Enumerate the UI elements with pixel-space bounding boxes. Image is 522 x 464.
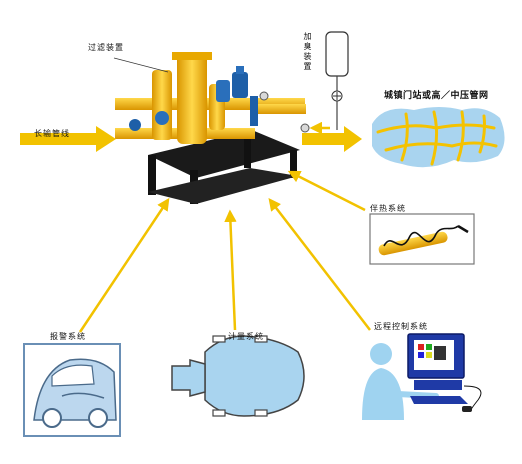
filter-vessel [152,70,172,140]
city-network-label: 城镇门站或高／中压管网 [384,91,489,101]
arrow-heat-tracing [287,170,366,212]
odorizing-device-label: 加臭装置 [303,32,312,72]
connector-arrows [78,121,371,333]
alarm-label: 报警系统 [50,332,86,341]
skid-leg [148,155,156,195]
computer-case [414,380,462,390]
regulator-skid [115,52,310,204]
heat-tracing-label: 伴热系统 [370,204,406,213]
alarm-wheel [42,408,62,428]
outlet-arrow [302,126,362,152]
screen-tile [418,344,424,350]
metering-device [171,335,305,417]
meter-inlet [171,359,206,397]
filter-vessel-main [177,52,207,144]
valve-wheel [129,119,141,131]
operator-body [362,368,404,420]
operator-head [370,343,392,365]
operator-arm [395,391,439,399]
alarm-system [23,343,121,437]
arrow-remote-control [268,198,371,331]
odorizing-device [325,31,349,130]
skid-leg [244,138,251,168]
skid-leg [290,150,297,178]
alarm-trim [61,392,105,399]
screen-tile [426,344,432,350]
alarm-window [51,364,95,387]
arrow-metering [224,209,237,331]
cable-plug [457,224,469,234]
mouse [462,406,472,412]
remote-control-station [362,333,482,420]
outlet-pipe [258,104,306,114]
pressure-gauge [259,91,269,101]
long-pipeline-label: 长输管线 [34,129,70,138]
vessel-flange [172,52,212,60]
meter-fitting [254,409,268,417]
inlet-arrow [20,126,116,152]
city-network-map [372,107,505,168]
regulator-valve [232,72,248,98]
meter-fitting [212,409,226,417]
regulator-valve [216,80,230,102]
filter-device-label: 过滤装置 [88,43,124,52]
pump-symbol [333,92,341,100]
screen-tile [426,352,432,358]
alarm-wheel [88,408,108,428]
metering-label: 计量系统 [228,332,264,341]
pressure-gauge [300,123,310,133]
filter-callout [113,57,169,73]
arrow-alarm [78,197,170,333]
heat-cable [383,225,459,247]
regulator-valve-cap [236,66,244,74]
skid-base-top [148,130,300,178]
screen-tile [434,346,446,360]
gauge-post [250,96,258,126]
meter-body [204,335,305,417]
traced-pipe [378,231,448,256]
meter-fitting [212,335,226,343]
valve-wheel [155,111,169,125]
keyboard [410,396,468,404]
map-pipelines [376,110,498,166]
meter-fitting [254,335,268,343]
remote-control-label: 远程控制系统 [374,322,428,331]
odorant-tank [325,31,349,77]
skid-base-bottom [148,168,298,204]
screen-tile [418,352,424,358]
heat-tracing-panel [369,213,475,265]
